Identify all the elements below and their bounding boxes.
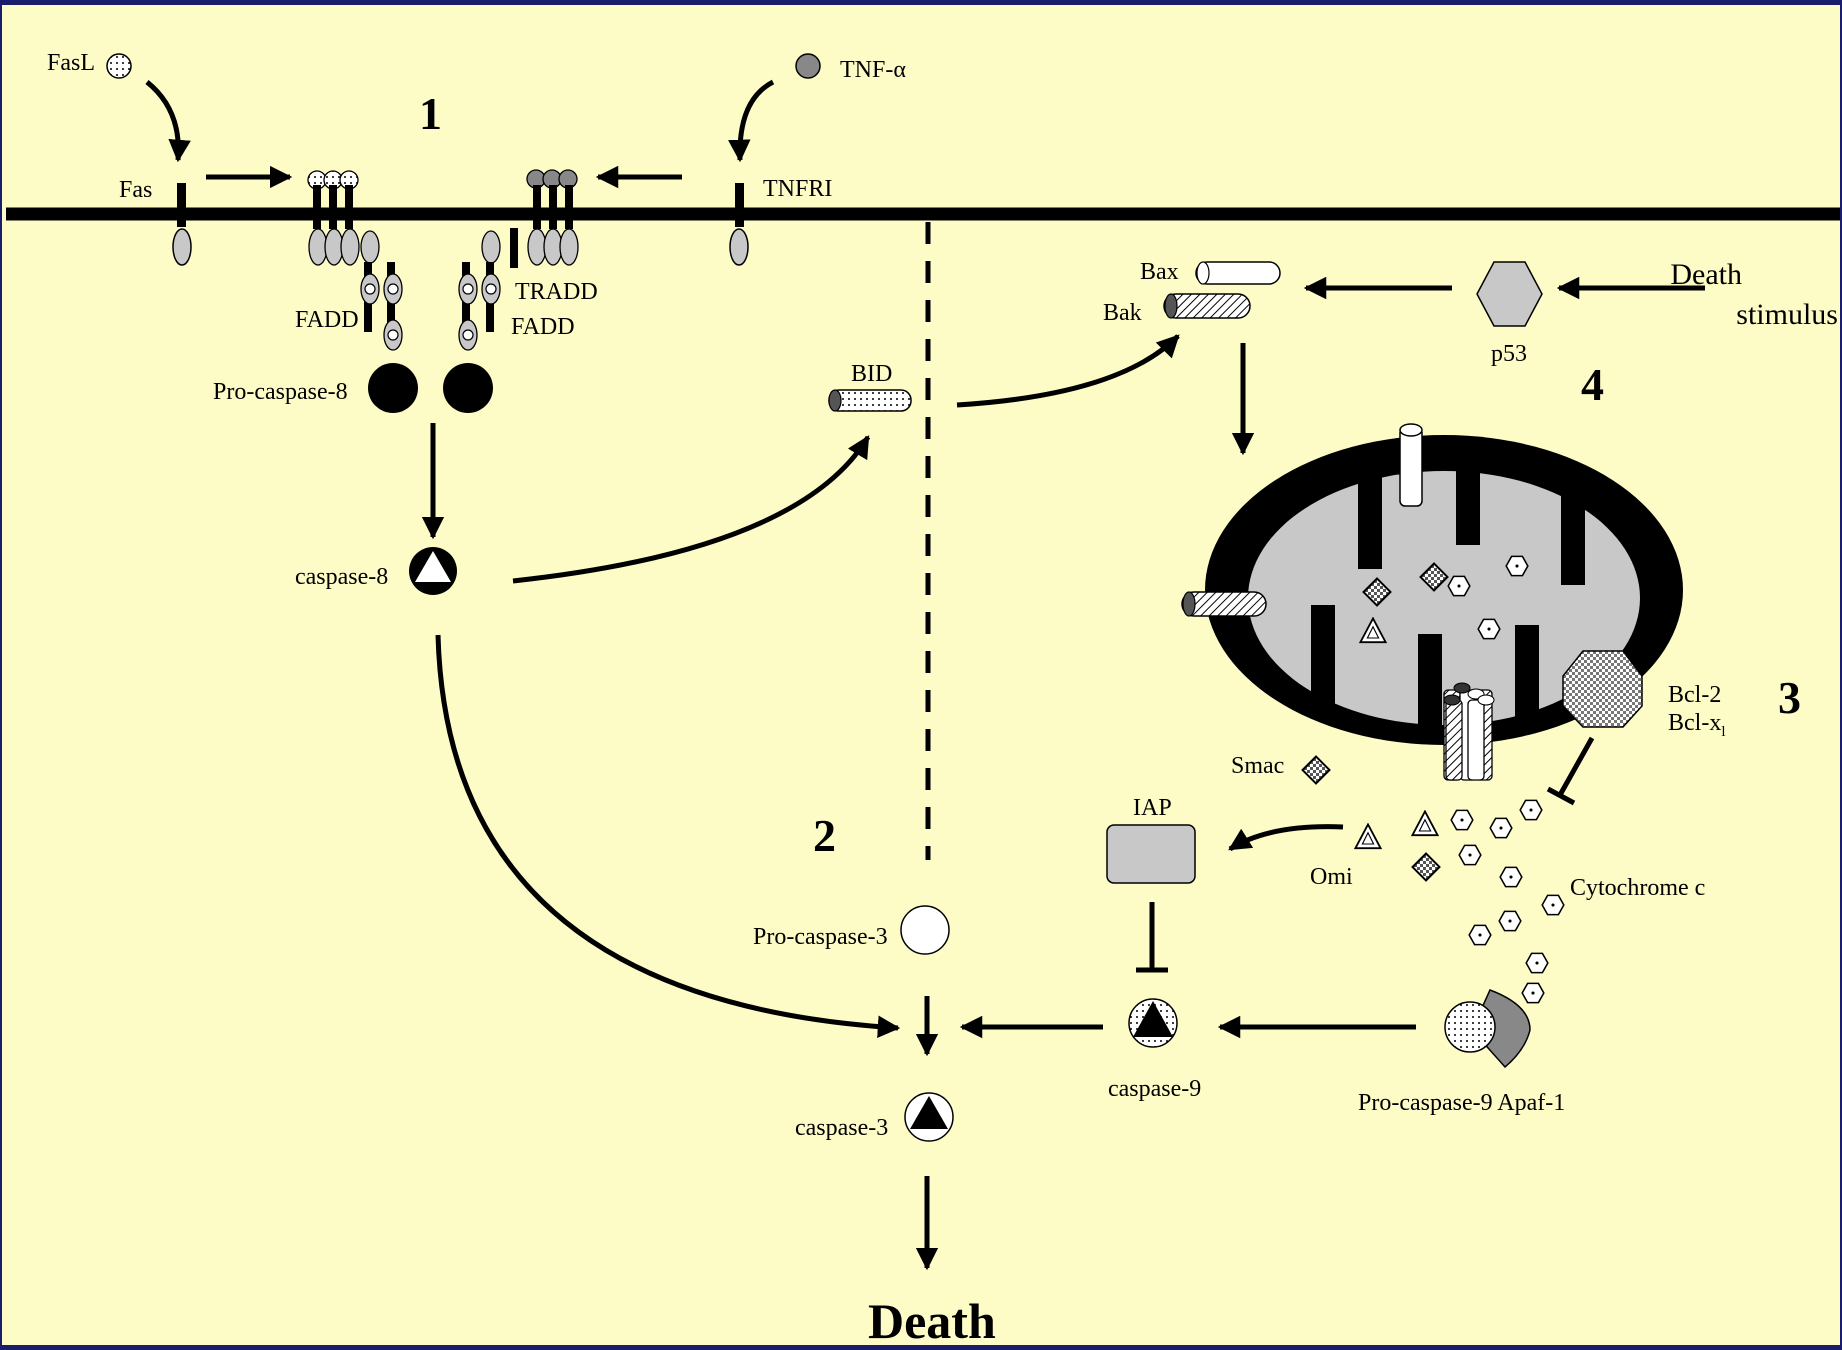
pro-caspase-9-apaf1-label: Pro-caspase-9 Apaf-1 (1358, 1090, 1565, 1116)
tnf-alpha-ligand-icon (796, 54, 820, 78)
bak-icon (1164, 294, 1250, 318)
cytochrome-c-label: Cytochrome c (1570, 875, 1705, 901)
bclxl-subscript: l (1721, 724, 1725, 740)
bax-icon (1196, 262, 1280, 284)
fas-trimer-icon (308, 171, 359, 265)
pro-caspase-3-label: Pro-caspase-3 (753, 924, 888, 950)
tnfri-label: TNFRI (763, 176, 832, 202)
tnf-alpha-label: TNF-α (840, 57, 906, 83)
pro-caspase-8-right-icon (443, 363, 493, 413)
bclxl-label: Bcl-xl (1668, 710, 1726, 740)
tradd-label: TRADD (515, 279, 598, 305)
pathway-number-3: 3 (1778, 672, 1801, 723)
bax-label: Bax (1140, 259, 1179, 285)
pathway-number-1: 1 (419, 88, 442, 139)
bcl2-label: Bcl-2 (1668, 682, 1721, 708)
bid-icon (829, 390, 911, 411)
tnfr-trimer-icon (527, 170, 578, 265)
death-stimulus-line1: Death (1670, 258, 1742, 291)
bclxl-text: Bcl-x (1668, 710, 1721, 736)
fadd-right-label: FADD (511, 314, 575, 340)
caspase-8-label: caspase-8 (295, 564, 388, 590)
caspase-9-icon (1129, 999, 1177, 1047)
pro-caspase-8-label: Pro-caspase-8 (213, 379, 348, 405)
omi-label: Omi (1310, 864, 1353, 890)
pro-caspase-8-left-icon (368, 363, 418, 413)
fasl-ligand-icon (107, 54, 131, 78)
caspase-3-label: caspase-3 (795, 1115, 888, 1141)
death-stimulus-line2: stimulus (1736, 298, 1838, 331)
iap-icon (1107, 825, 1195, 883)
bak-label: Bak (1103, 300, 1142, 326)
pathway-number-4: 4 (1581, 359, 1604, 410)
caspase-8-icon (409, 547, 457, 595)
fadd-left-label: FADD (295, 307, 359, 333)
pro-caspase-3-icon (901, 906, 949, 954)
caspase-9-label: caspase-9 (1108, 1076, 1201, 1102)
p53-label: p53 (1491, 341, 1527, 367)
smac-label: Smac (1231, 753, 1284, 779)
pathway-number-2: 2 (813, 810, 836, 861)
fas-label: Fas (119, 177, 152, 203)
bid-label: BID (851, 361, 892, 387)
iap-label: IAP (1133, 795, 1172, 821)
caspase-3-icon (905, 1093, 953, 1141)
death-label: Death (868, 1293, 996, 1345)
fasl-label: FasL (47, 50, 95, 76)
